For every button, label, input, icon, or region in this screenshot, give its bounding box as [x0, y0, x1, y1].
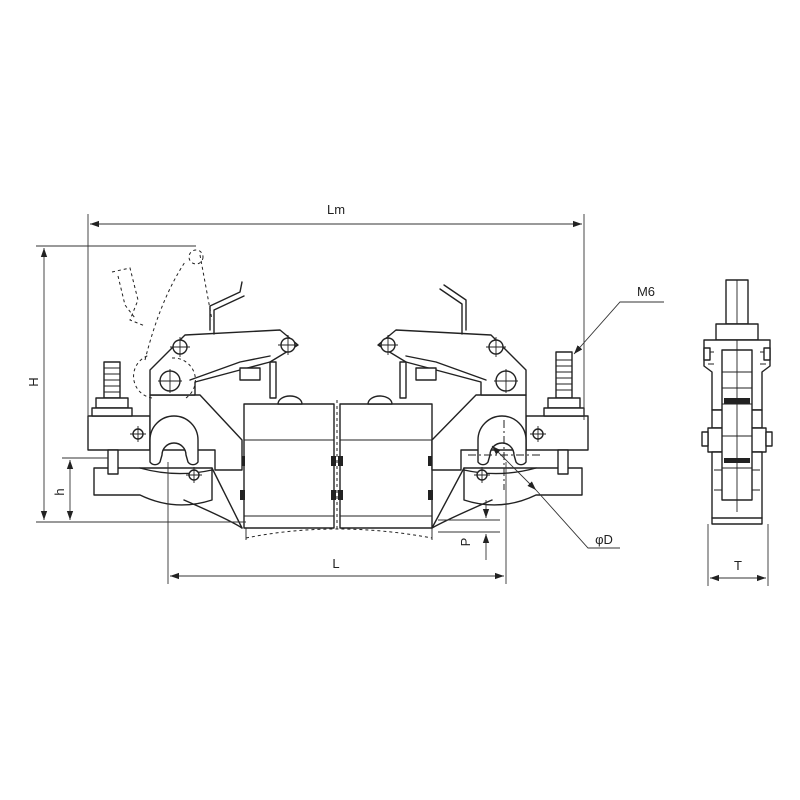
dim-label-bolt: M6	[637, 284, 655, 299]
dim-label-pitch: P	[458, 538, 473, 547]
dim-label-lm: Lm	[327, 202, 345, 217]
dim-label-diameter: φD	[595, 532, 613, 547]
dim-diameter: φD	[491, 445, 620, 549]
center-block-right	[339, 403, 433, 529]
dim-label-thickness: T	[734, 558, 742, 573]
dim-label-h-total: H	[26, 377, 41, 386]
lower-curve	[245, 528, 433, 539]
left-foot	[93, 467, 213, 506]
side-view	[701, 279, 773, 525]
right-assembly	[377, 284, 589, 529]
dim-h-total: H	[26, 245, 246, 523]
dim-p: P	[438, 500, 500, 560]
dim-lm: Lm	[87, 202, 585, 420]
dim-t: T	[707, 524, 769, 586]
dim-h-small: h	[52, 457, 108, 520]
left-assembly	[87, 249, 299, 529]
dim-bolt: M6	[573, 284, 664, 355]
dimensions: Lm H h L P	[26, 202, 769, 586]
left-jaw	[149, 415, 199, 466]
dim-label-length: L	[332, 556, 339, 571]
center-blocks	[240, 395, 433, 532]
lower-curve-ends	[245, 528, 433, 540]
center-block-left	[243, 403, 335, 529]
front-view	[87, 249, 589, 540]
dim-label-h-small: h	[52, 488, 67, 495]
